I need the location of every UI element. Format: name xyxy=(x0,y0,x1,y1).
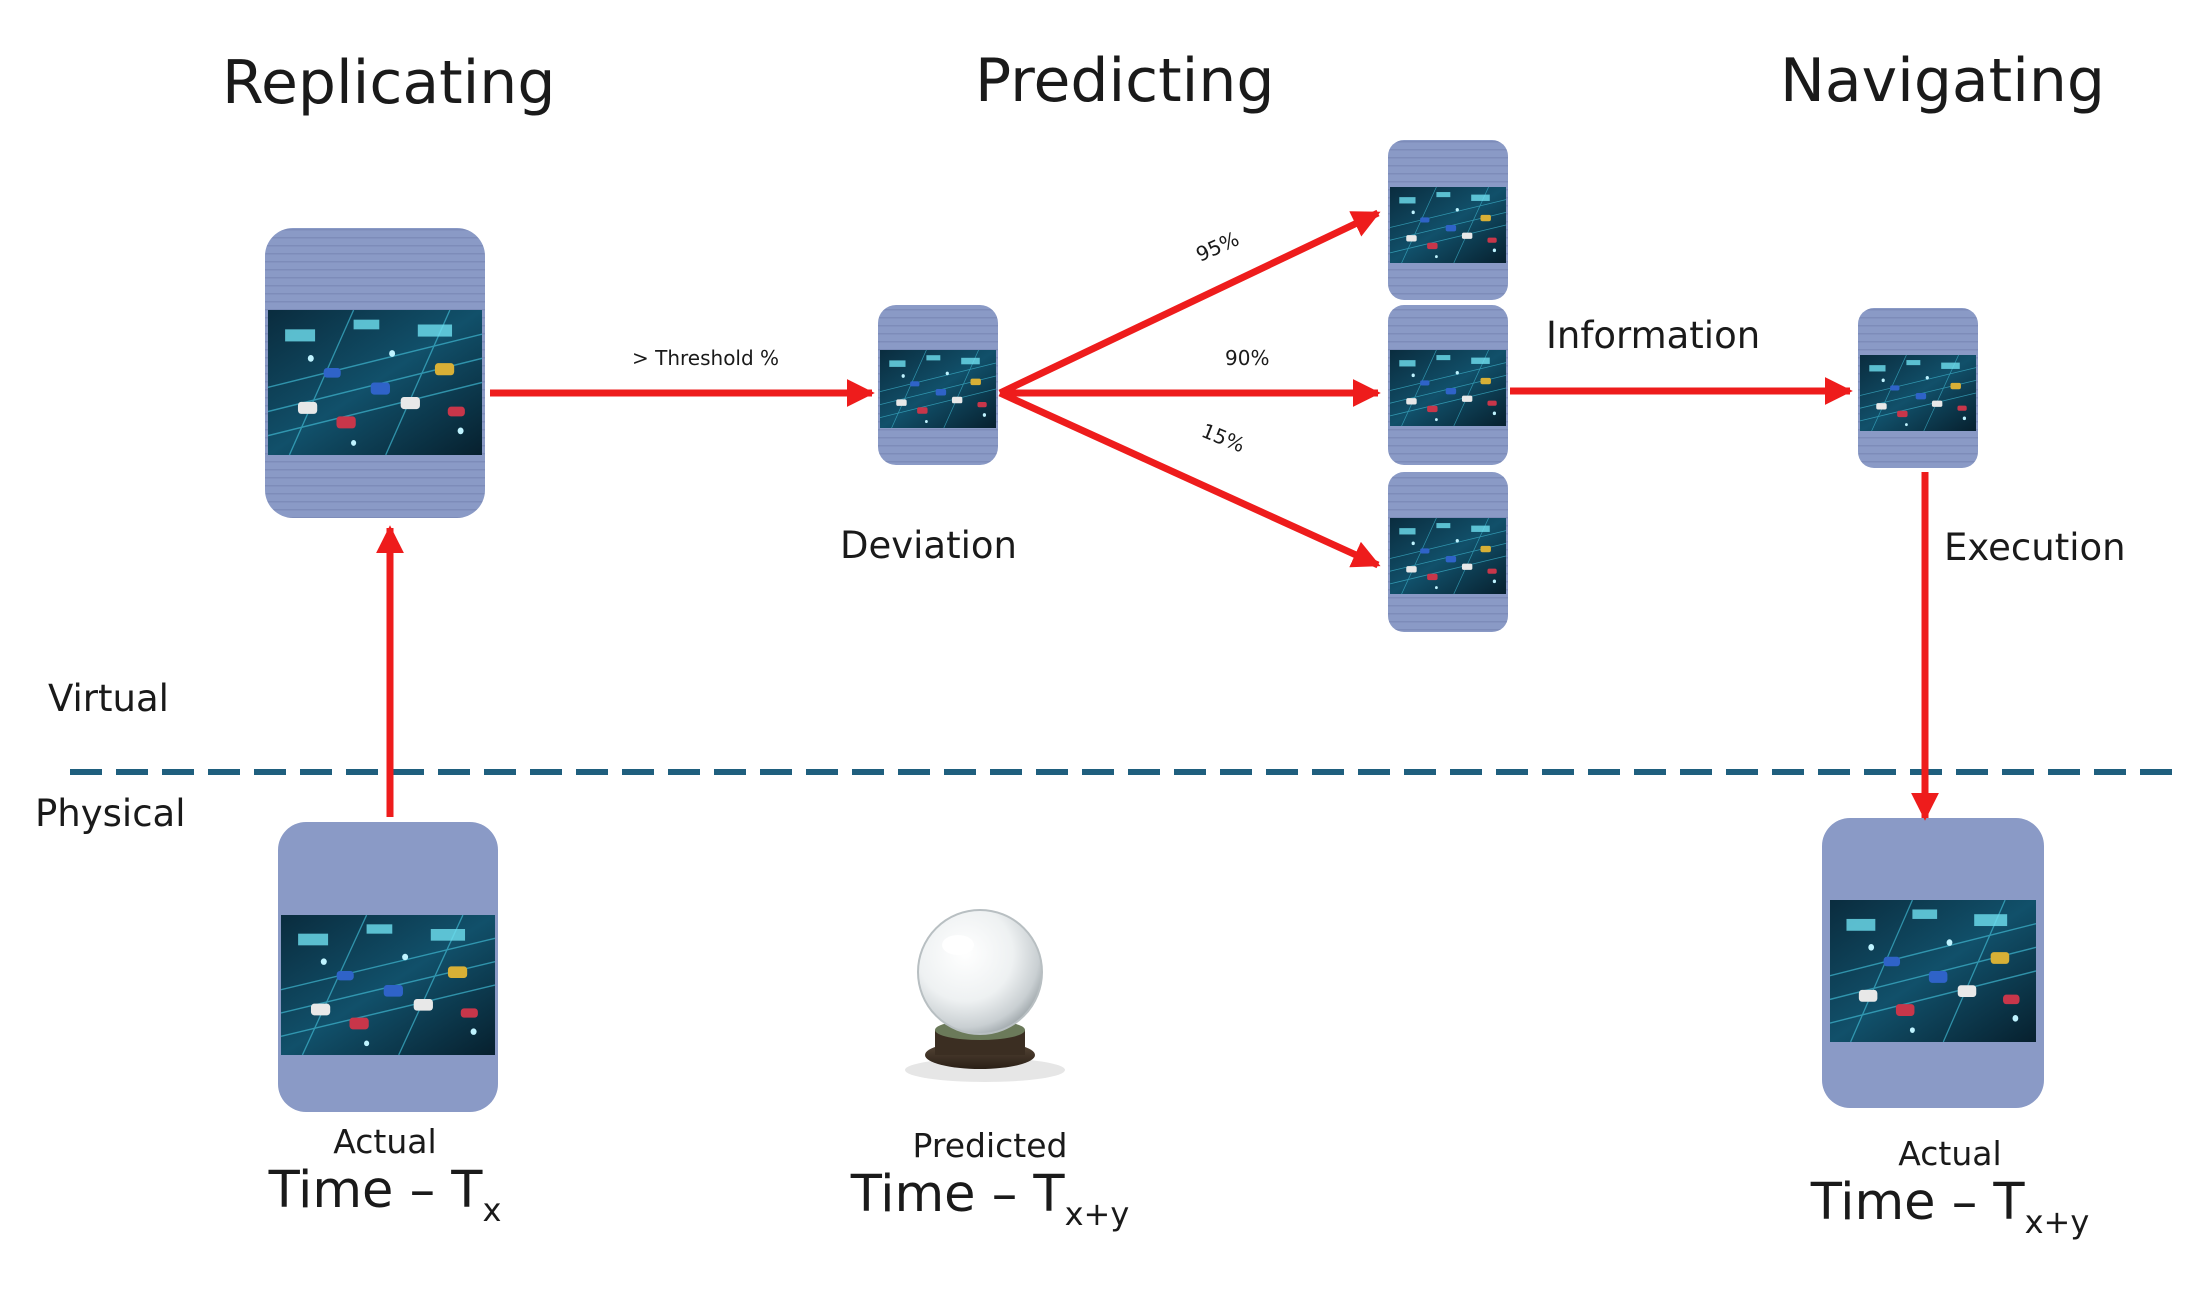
layer-label-physical: Physical xyxy=(35,792,186,835)
deviation-twin-card xyxy=(878,305,998,465)
stage-title-replicating: Replicating xyxy=(222,48,556,118)
caption-predicted: Predicted Time – Tx+y xyxy=(800,1126,1180,1233)
time-label: Time – Tx+y xyxy=(1810,1173,2090,1241)
information-label: Information xyxy=(1546,314,1761,357)
execution-label: Execution xyxy=(1944,526,2126,569)
arrow-scenario-95 xyxy=(998,209,1381,397)
scenario-card-90 xyxy=(1388,305,1508,465)
caption-kind: Predicted xyxy=(912,1126,1068,1165)
stage-title-predicting: Predicting xyxy=(975,46,1275,116)
navigation-twin-card xyxy=(1858,308,1978,468)
crystal-ball-icon xyxy=(905,909,1065,1082)
physical-actual-card-txy xyxy=(1822,818,2044,1108)
threshold-label: > Threshold % xyxy=(632,346,780,370)
arrow-scenario-15 xyxy=(998,389,1381,569)
layer-label-virtual: Virtual xyxy=(48,677,169,720)
caption-kind: Actual xyxy=(333,1122,437,1161)
caption-kind: Actual xyxy=(1898,1134,2002,1173)
time-label: Time – Tx xyxy=(268,1161,502,1229)
time-label: Time – Tx+y xyxy=(850,1165,1130,1233)
caption-actual-tx: Actual Time – Tx xyxy=(200,1122,570,1229)
scenario-card-95 xyxy=(1388,140,1508,300)
probability-label-95: 95% xyxy=(1192,227,1242,267)
probability-label-90: 90% xyxy=(1225,346,1269,370)
replica-twin-card xyxy=(265,228,485,518)
probability-label-15: 15% xyxy=(1198,418,1248,457)
deviation-label: Deviation xyxy=(840,524,1017,567)
stage-title-navigating: Navigating xyxy=(1780,46,2105,116)
physical-actual-card-tx xyxy=(278,822,498,1112)
caption-actual-txy: Actual Time – Tx+y xyxy=(1760,1134,2140,1241)
scenario-card-15 xyxy=(1388,472,1508,632)
